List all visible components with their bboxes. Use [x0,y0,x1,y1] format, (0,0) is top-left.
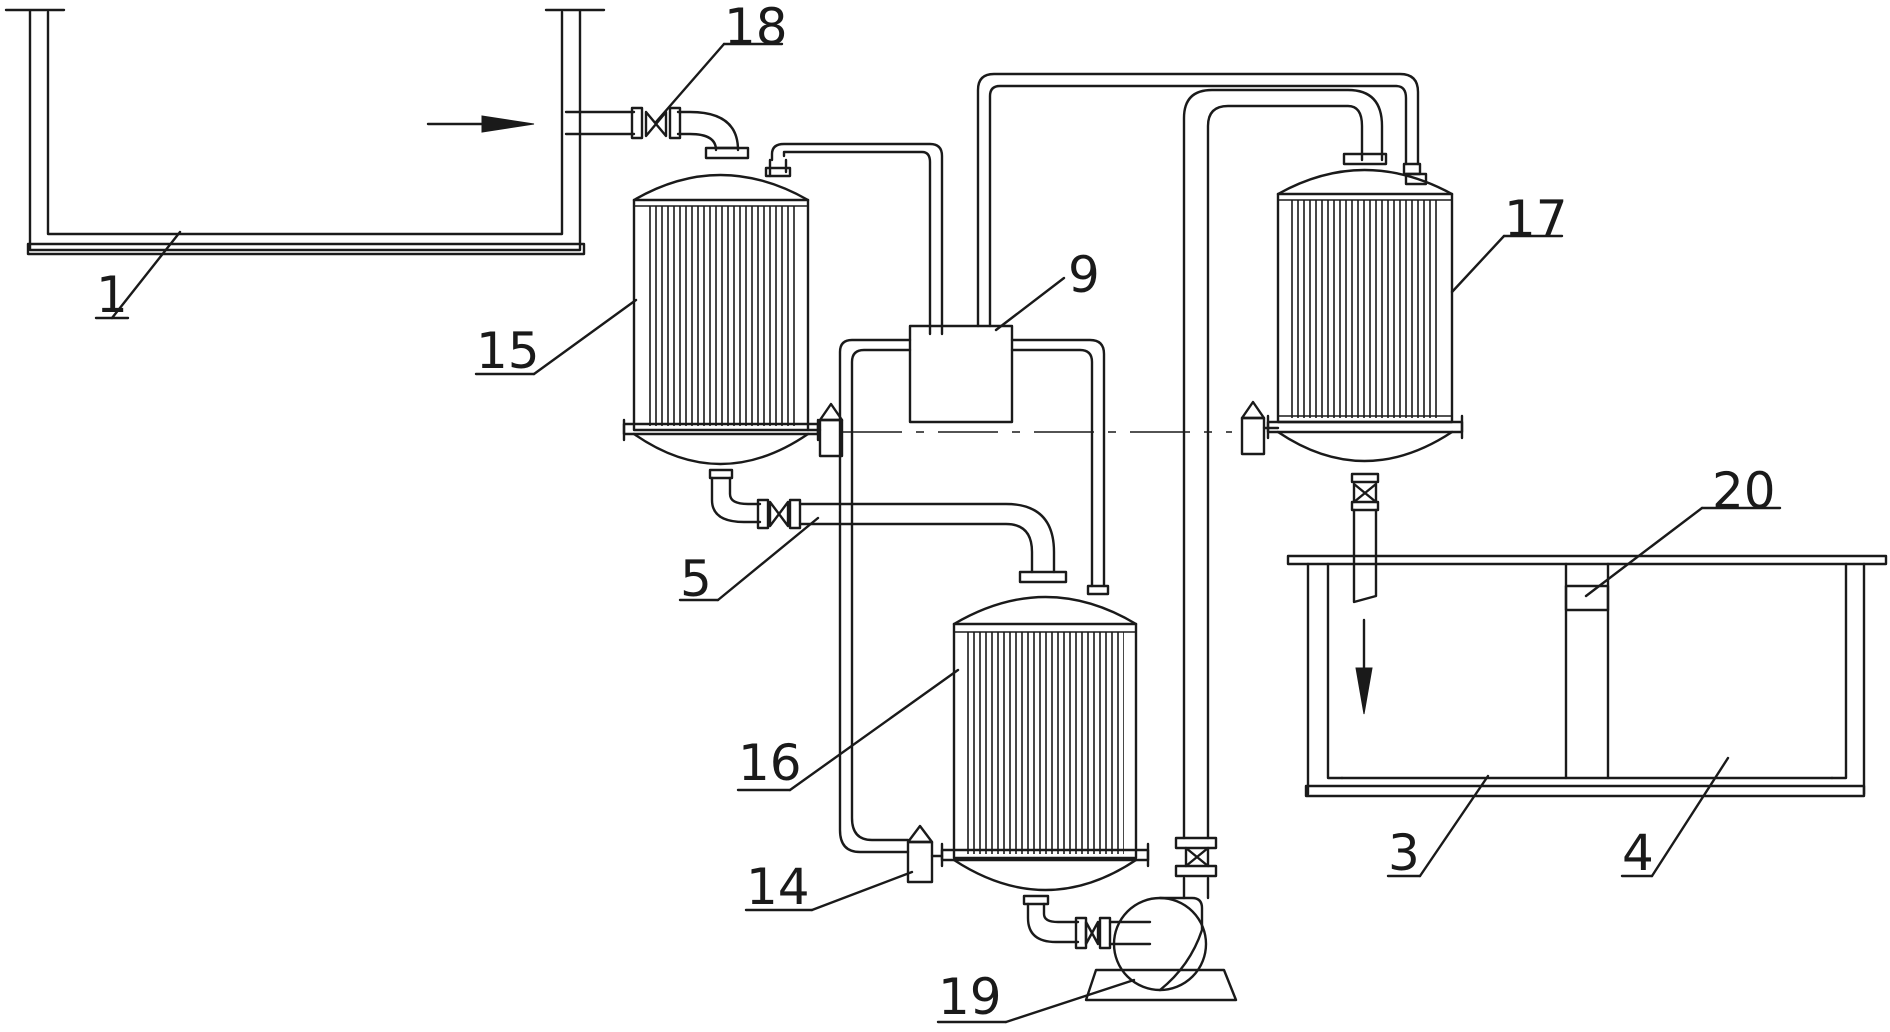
condenser-box-9 [838,72,1422,854]
evaporator-vessel-16 [940,595,1150,944]
label-17: 17 [1504,190,1568,248]
evaporator-vessel-17 [1266,168,1464,715]
vessel-16-label: 16 [736,668,960,792]
valve-5-icon [768,500,790,528]
label-20: 20 [1712,462,1776,520]
label-3: 3 [1388,824,1420,882]
steam-trap-15 [806,402,844,458]
label-14: 14 [746,858,810,916]
tank-4-label: 4 [1620,756,1730,882]
valve-17-icon [1352,482,1378,504]
transfer-pipe-5 [756,498,1068,584]
steam-trap-14 [906,824,944,884]
valve-pump-out-icon [1184,846,1210,868]
vessel-17-label: 17 [1450,190,1568,294]
trap-17 [1240,400,1280,456]
label-16: 16 [738,734,802,792]
pipe-5-label: 5 [678,516,820,608]
pump-19 [1074,88,1388,1002]
feed-tank [4,8,606,256]
valve-19-icon [1084,920,1100,946]
pump-19-label: 19 [936,968,1136,1026]
label-15: 15 [476,322,540,380]
tank-3-label: 3 [1386,774,1490,882]
evaporator-vessel-15 [622,142,944,524]
feed-tank-label: 1 [94,230,182,324]
trap-14-label: 14 [744,858,914,916]
partition-20-label: 20 [1584,462,1782,598]
label-5: 5 [680,550,712,608]
valve-18-label: 18 [654,0,788,124]
label-1: 1 [96,266,128,324]
box-9-label: 9 [994,246,1100,332]
vessel-15-label: 15 [474,298,638,380]
collection-tank [1286,554,1888,798]
label-9: 9 [1068,246,1100,304]
feed-pipe [564,106,750,160]
label-18: 18 [724,0,788,56]
label-19: 19 [938,968,1002,1026]
label-4: 4 [1622,824,1654,882]
